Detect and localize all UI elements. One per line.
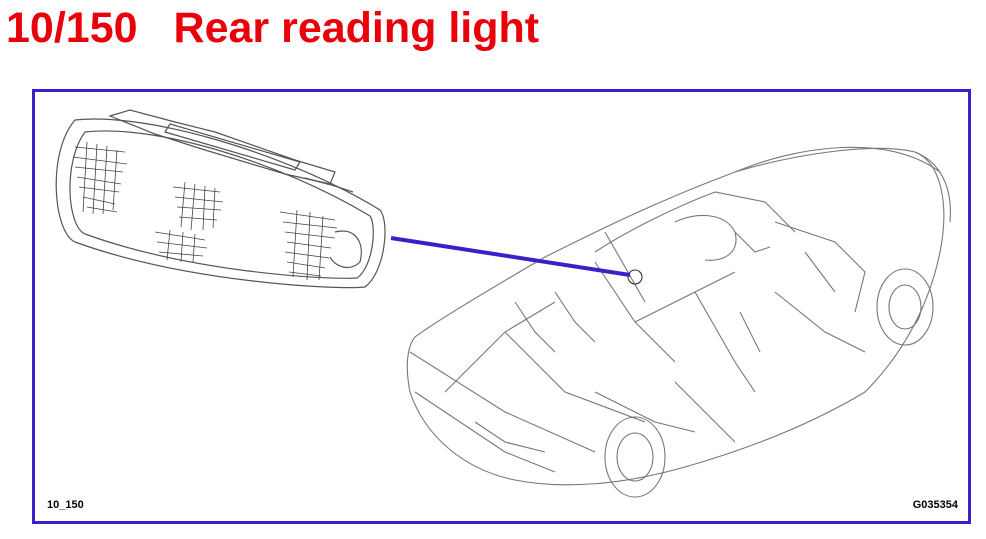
illustration	[55, 109, 951, 498]
page-title: 10/150 Rear reading light	[6, 2, 539, 54]
light-hatching-center	[154, 181, 224, 263]
reading-light-detail	[55, 109, 386, 289]
callout-leader-line	[390, 236, 631, 277]
section-title: Rear reading light	[173, 3, 540, 52]
convertible-car-drawing	[406, 146, 951, 498]
figure-code-left: 10_150	[47, 499, 84, 511]
light-hatching-left	[72, 141, 128, 215]
illustration-frame: 10_150 G035354	[32, 89, 971, 524]
section-code: 10/150	[6, 3, 138, 52]
figure-code-right: G035354	[912, 499, 958, 511]
light-hatching-right	[279, 209, 338, 281]
